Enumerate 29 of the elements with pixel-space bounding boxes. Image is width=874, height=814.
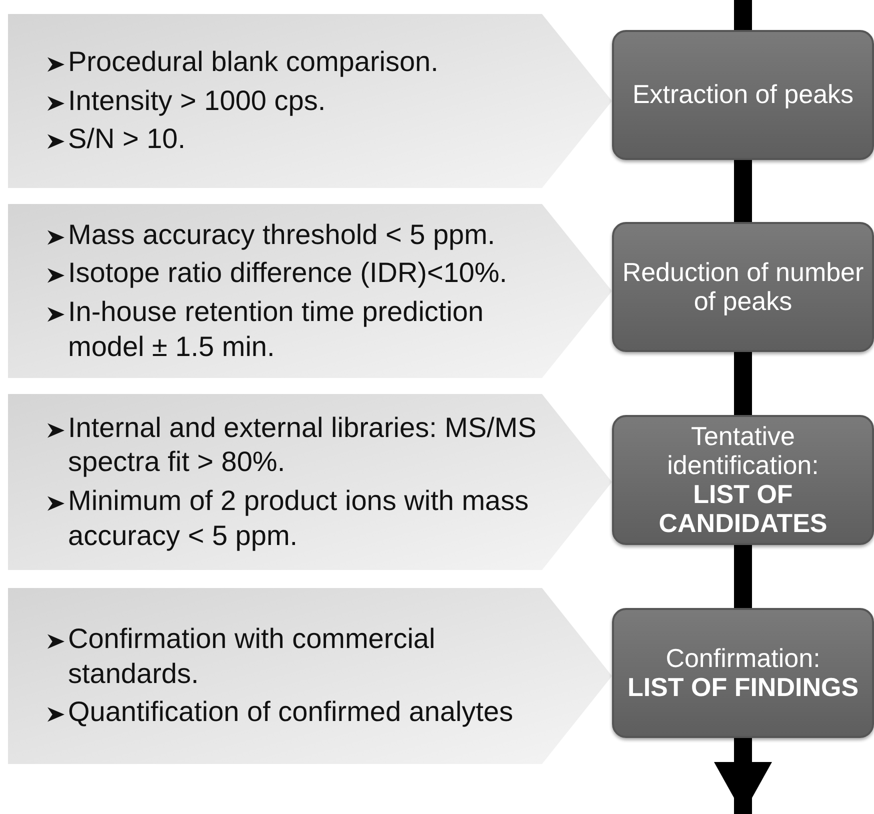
criteria-arrow-box [8,588,612,764]
criterion-text: Procedural blank comparison. [68,44,438,79]
criterion-text: Isotope ratio difference (IDR)<10%. [68,256,508,290]
flow-line [734,0,752,30]
criterion-text: Mass accuracy threshold < 5 ppm. [68,218,496,252]
process-step-box [612,415,874,545]
process-step-box [612,30,874,160]
criterion-text: Intensity > 1000 cps. [68,84,326,118]
criterion-text: Internal and external libraries: MS/MS spectra fit > 80%. [68,410,538,480]
criterion-text: Quantification of confirmed analytes [68,695,514,730]
process-step-box [612,608,874,738]
step-label: LIST OF CANDIDATES [658,480,828,538]
criterion-text: In-house retention time prediction model ± 1.5 min. [68,295,485,364]
flow-line [734,352,752,415]
step-label: Reduction of number of peaks [621,258,865,316]
process-step-box [612,222,874,352]
flow-line [734,545,752,608]
criterion-text: S/N > 10. [68,122,186,156]
step-label: Tentative identification: [666,422,820,480]
flow-arrow [714,738,772,814]
criteria-arrow-box [8,394,612,570]
flow-line [734,160,752,222]
criteria-arrow-box [8,14,612,188]
criterion-text: Minimum of 2 product ions with mass accuracy < 5 ppm. [68,484,530,553]
step-label: Confirmation: [666,644,820,673]
criteria-arrow-box [8,204,612,378]
step-label: Extraction of peaks [632,80,854,110]
step-label: LIST OF FINDINGS [627,673,859,702]
criterion-text: Confirmation with commercial standards. [68,622,436,691]
